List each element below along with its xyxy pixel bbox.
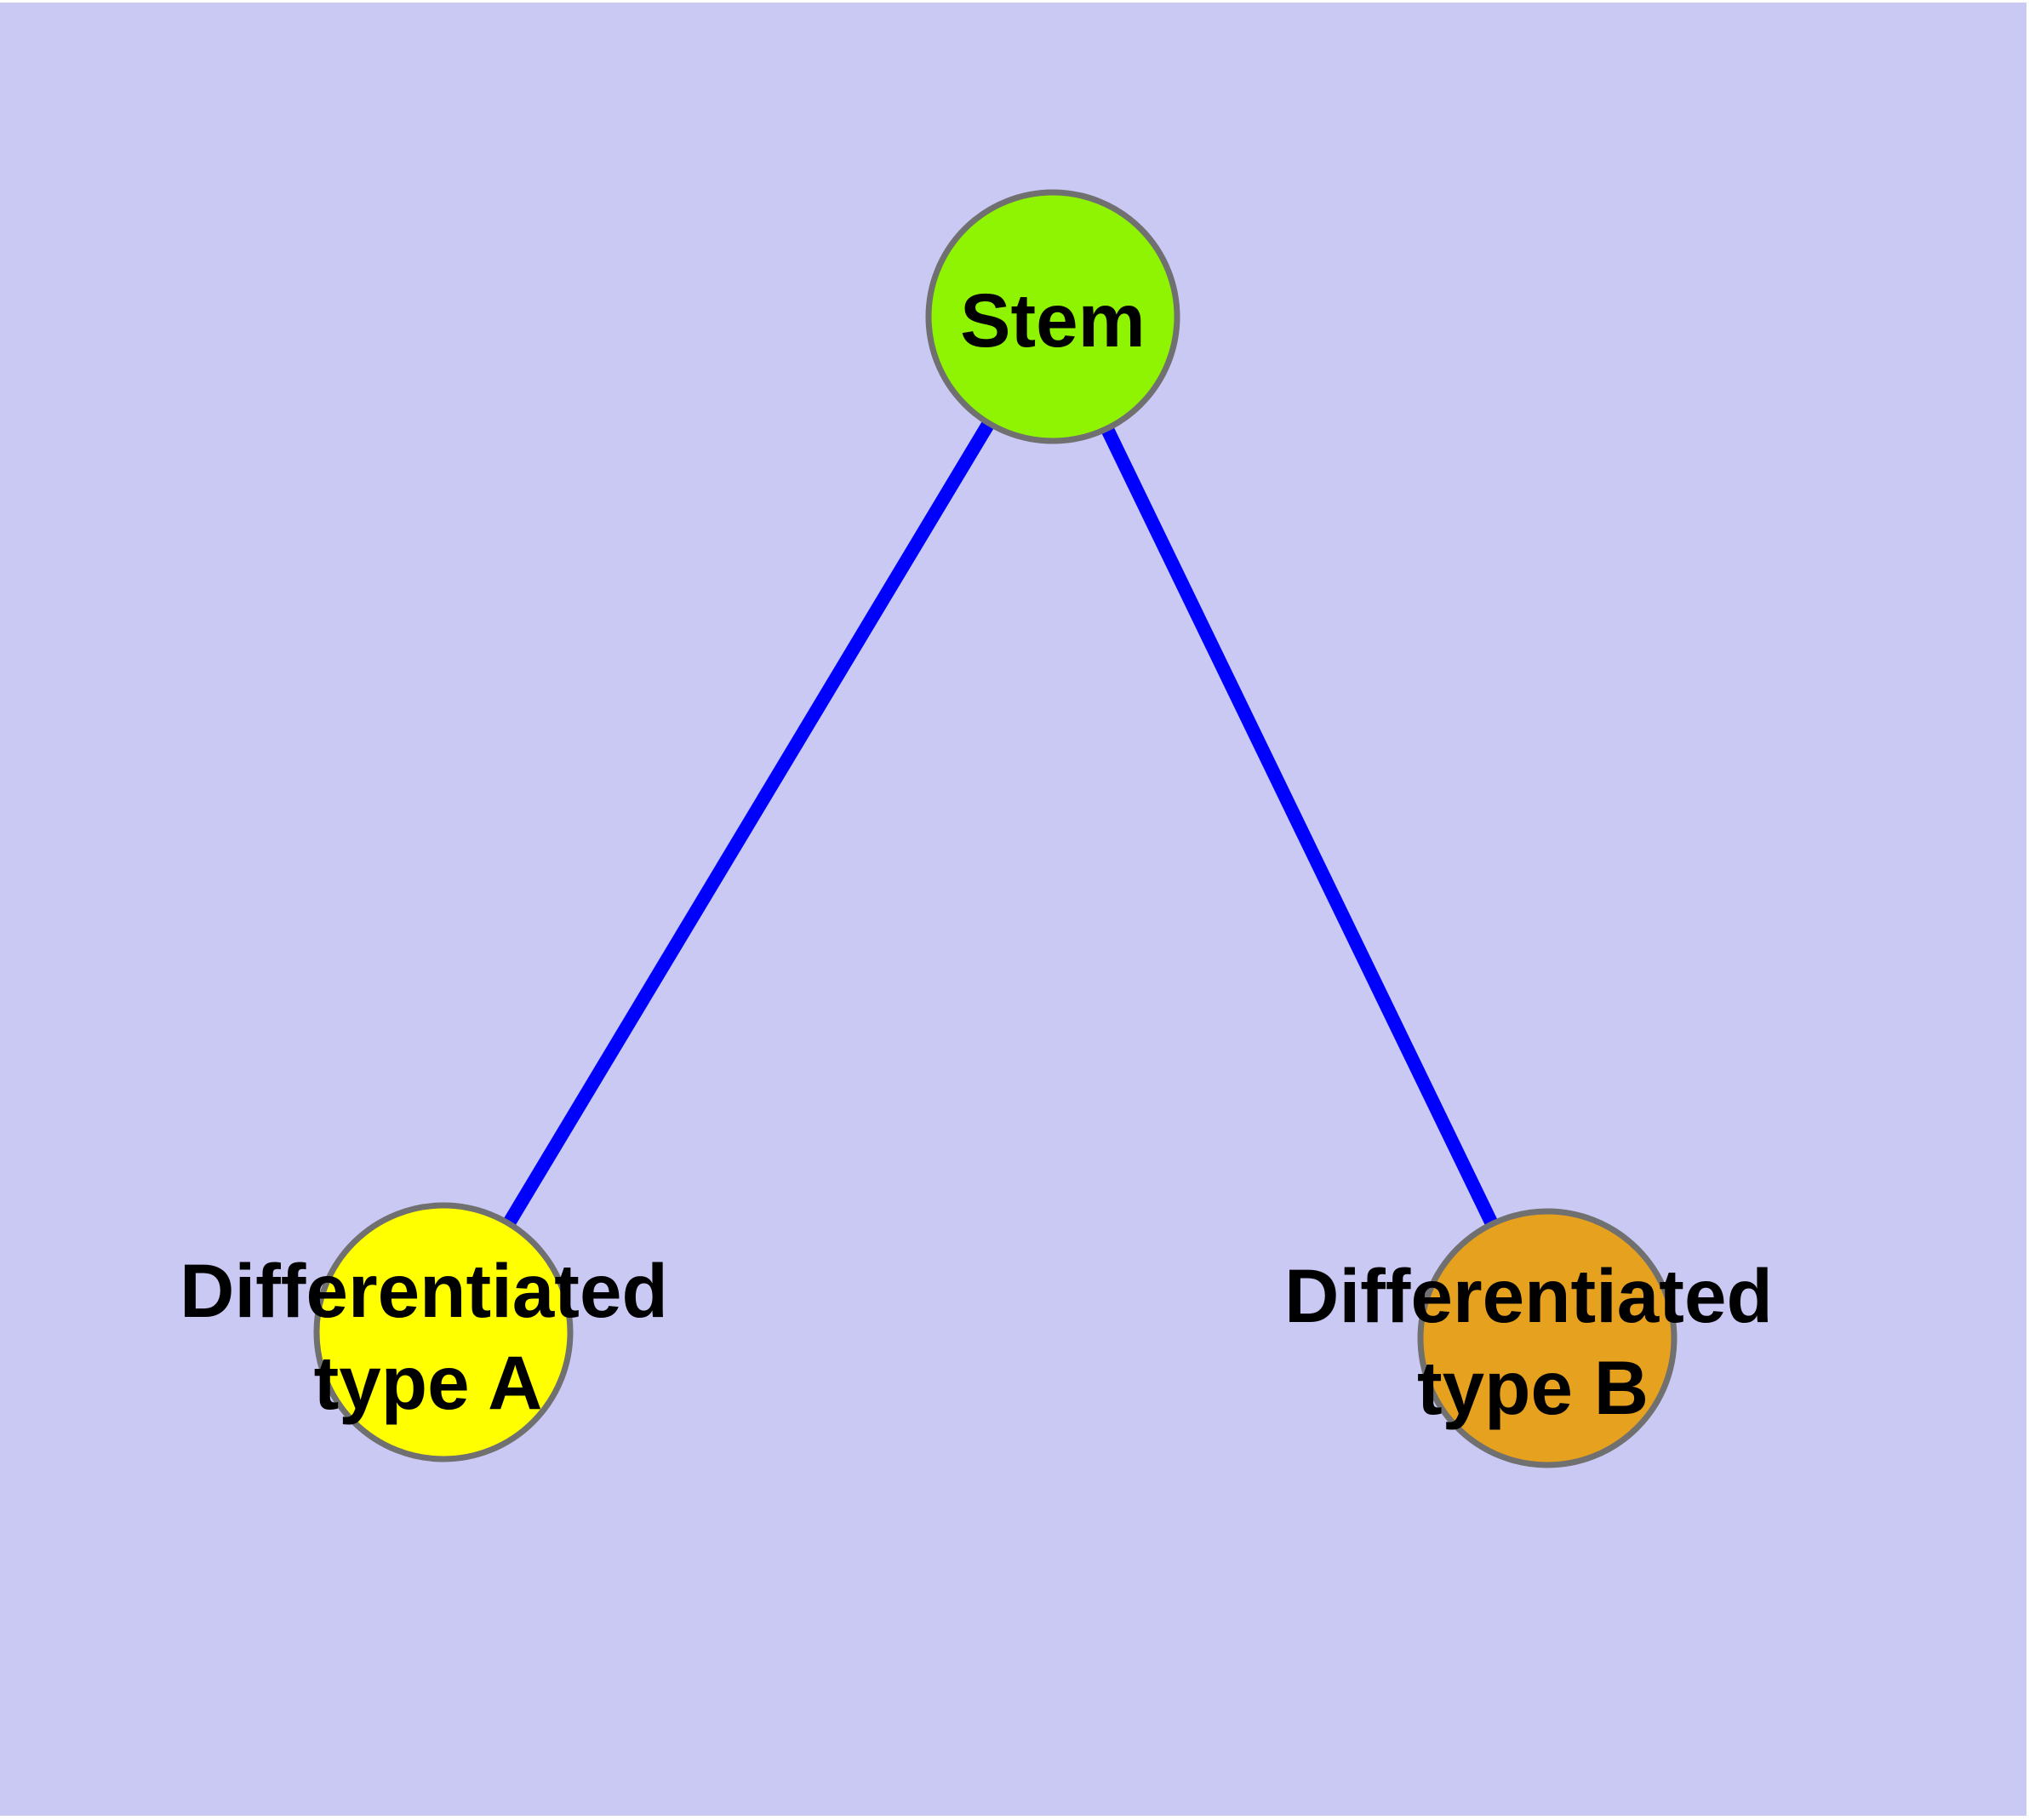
node-type-b-label-line1: Differentiated bbox=[1284, 1253, 1773, 1338]
edge-stem-to-type-b bbox=[1046, 313, 1554, 1342]
node-type-a-label-line1: Differentiated bbox=[180, 1248, 668, 1333]
node-type-b-label-line2: type B bbox=[1417, 1345, 1649, 1430]
node-type-a-circle bbox=[313, 1202, 574, 1462]
node-type-a-label-line2: type A bbox=[314, 1340, 543, 1425]
node-stem-label: Stem bbox=[960, 278, 1146, 363]
node-stem-circle bbox=[925, 189, 1180, 444]
node-type-b-circle bbox=[1417, 1208, 1677, 1468]
edge-stem-to-type-a bbox=[437, 312, 1059, 1336]
